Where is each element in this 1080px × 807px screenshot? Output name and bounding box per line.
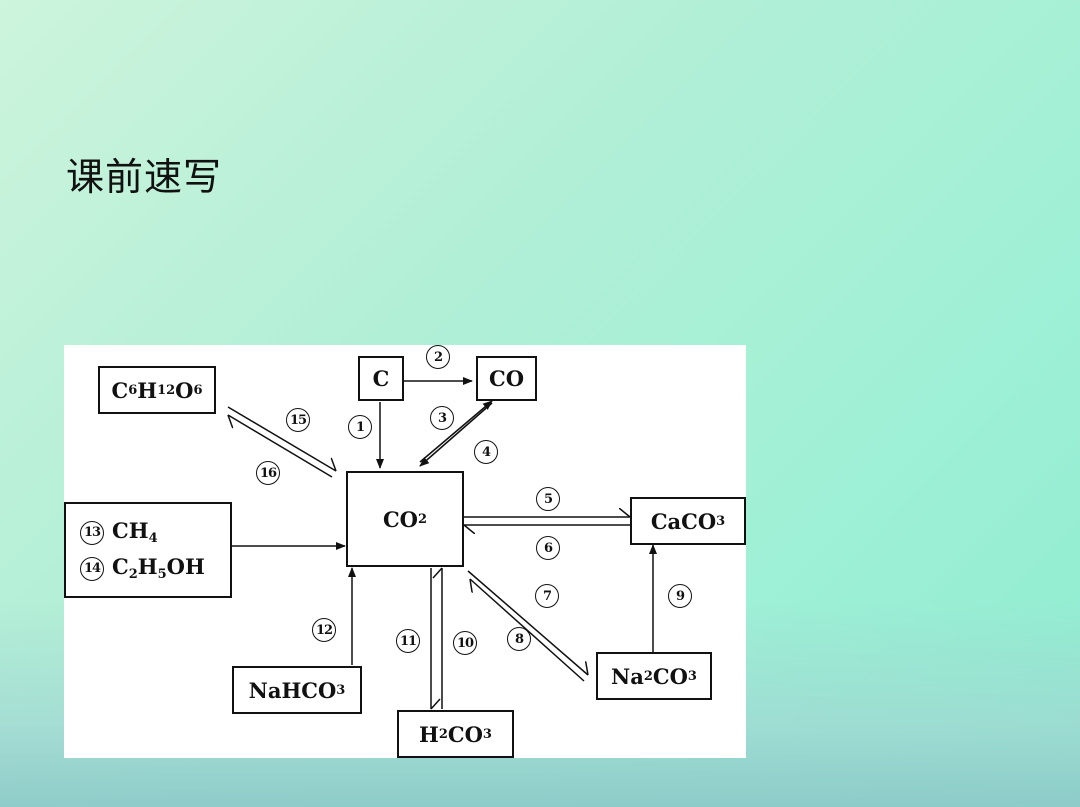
step-5: 5 xyxy=(536,487,560,511)
step-14: 14 xyxy=(80,556,104,581)
step-7: 7 xyxy=(535,584,559,608)
step-8: 8 xyxy=(507,627,531,651)
step-15: 15 xyxy=(286,408,310,432)
arrow-glucose-to-co2 xyxy=(227,406,336,472)
slide-title: 课前速写 xyxy=(66,155,223,199)
node-co: CO xyxy=(476,356,537,401)
step-2: 2 xyxy=(426,345,450,369)
arrow-co2-to-na2co3 xyxy=(467,570,588,676)
arrow-co2-to-glucose xyxy=(228,414,333,478)
step-13: 13 xyxy=(80,520,104,545)
step-9: 9 xyxy=(668,584,692,608)
arrow-co-to-co2 xyxy=(419,402,493,467)
node-c: C xyxy=(358,356,404,401)
step-16: 16 xyxy=(256,461,280,485)
step-1: 1 xyxy=(348,415,372,439)
step-4: 4 xyxy=(474,440,498,464)
step-11: 11 xyxy=(396,629,420,653)
arrow-h2co3-to-co2-hook xyxy=(432,567,443,579)
step-12: 12 xyxy=(312,618,336,642)
step-6: 6 xyxy=(536,536,560,560)
step-3: 3 xyxy=(430,406,454,430)
arrow-co2-to-co xyxy=(419,400,493,463)
arrow-co2-to-h2co3-hook xyxy=(430,698,441,710)
step-10: 10 xyxy=(453,631,477,655)
